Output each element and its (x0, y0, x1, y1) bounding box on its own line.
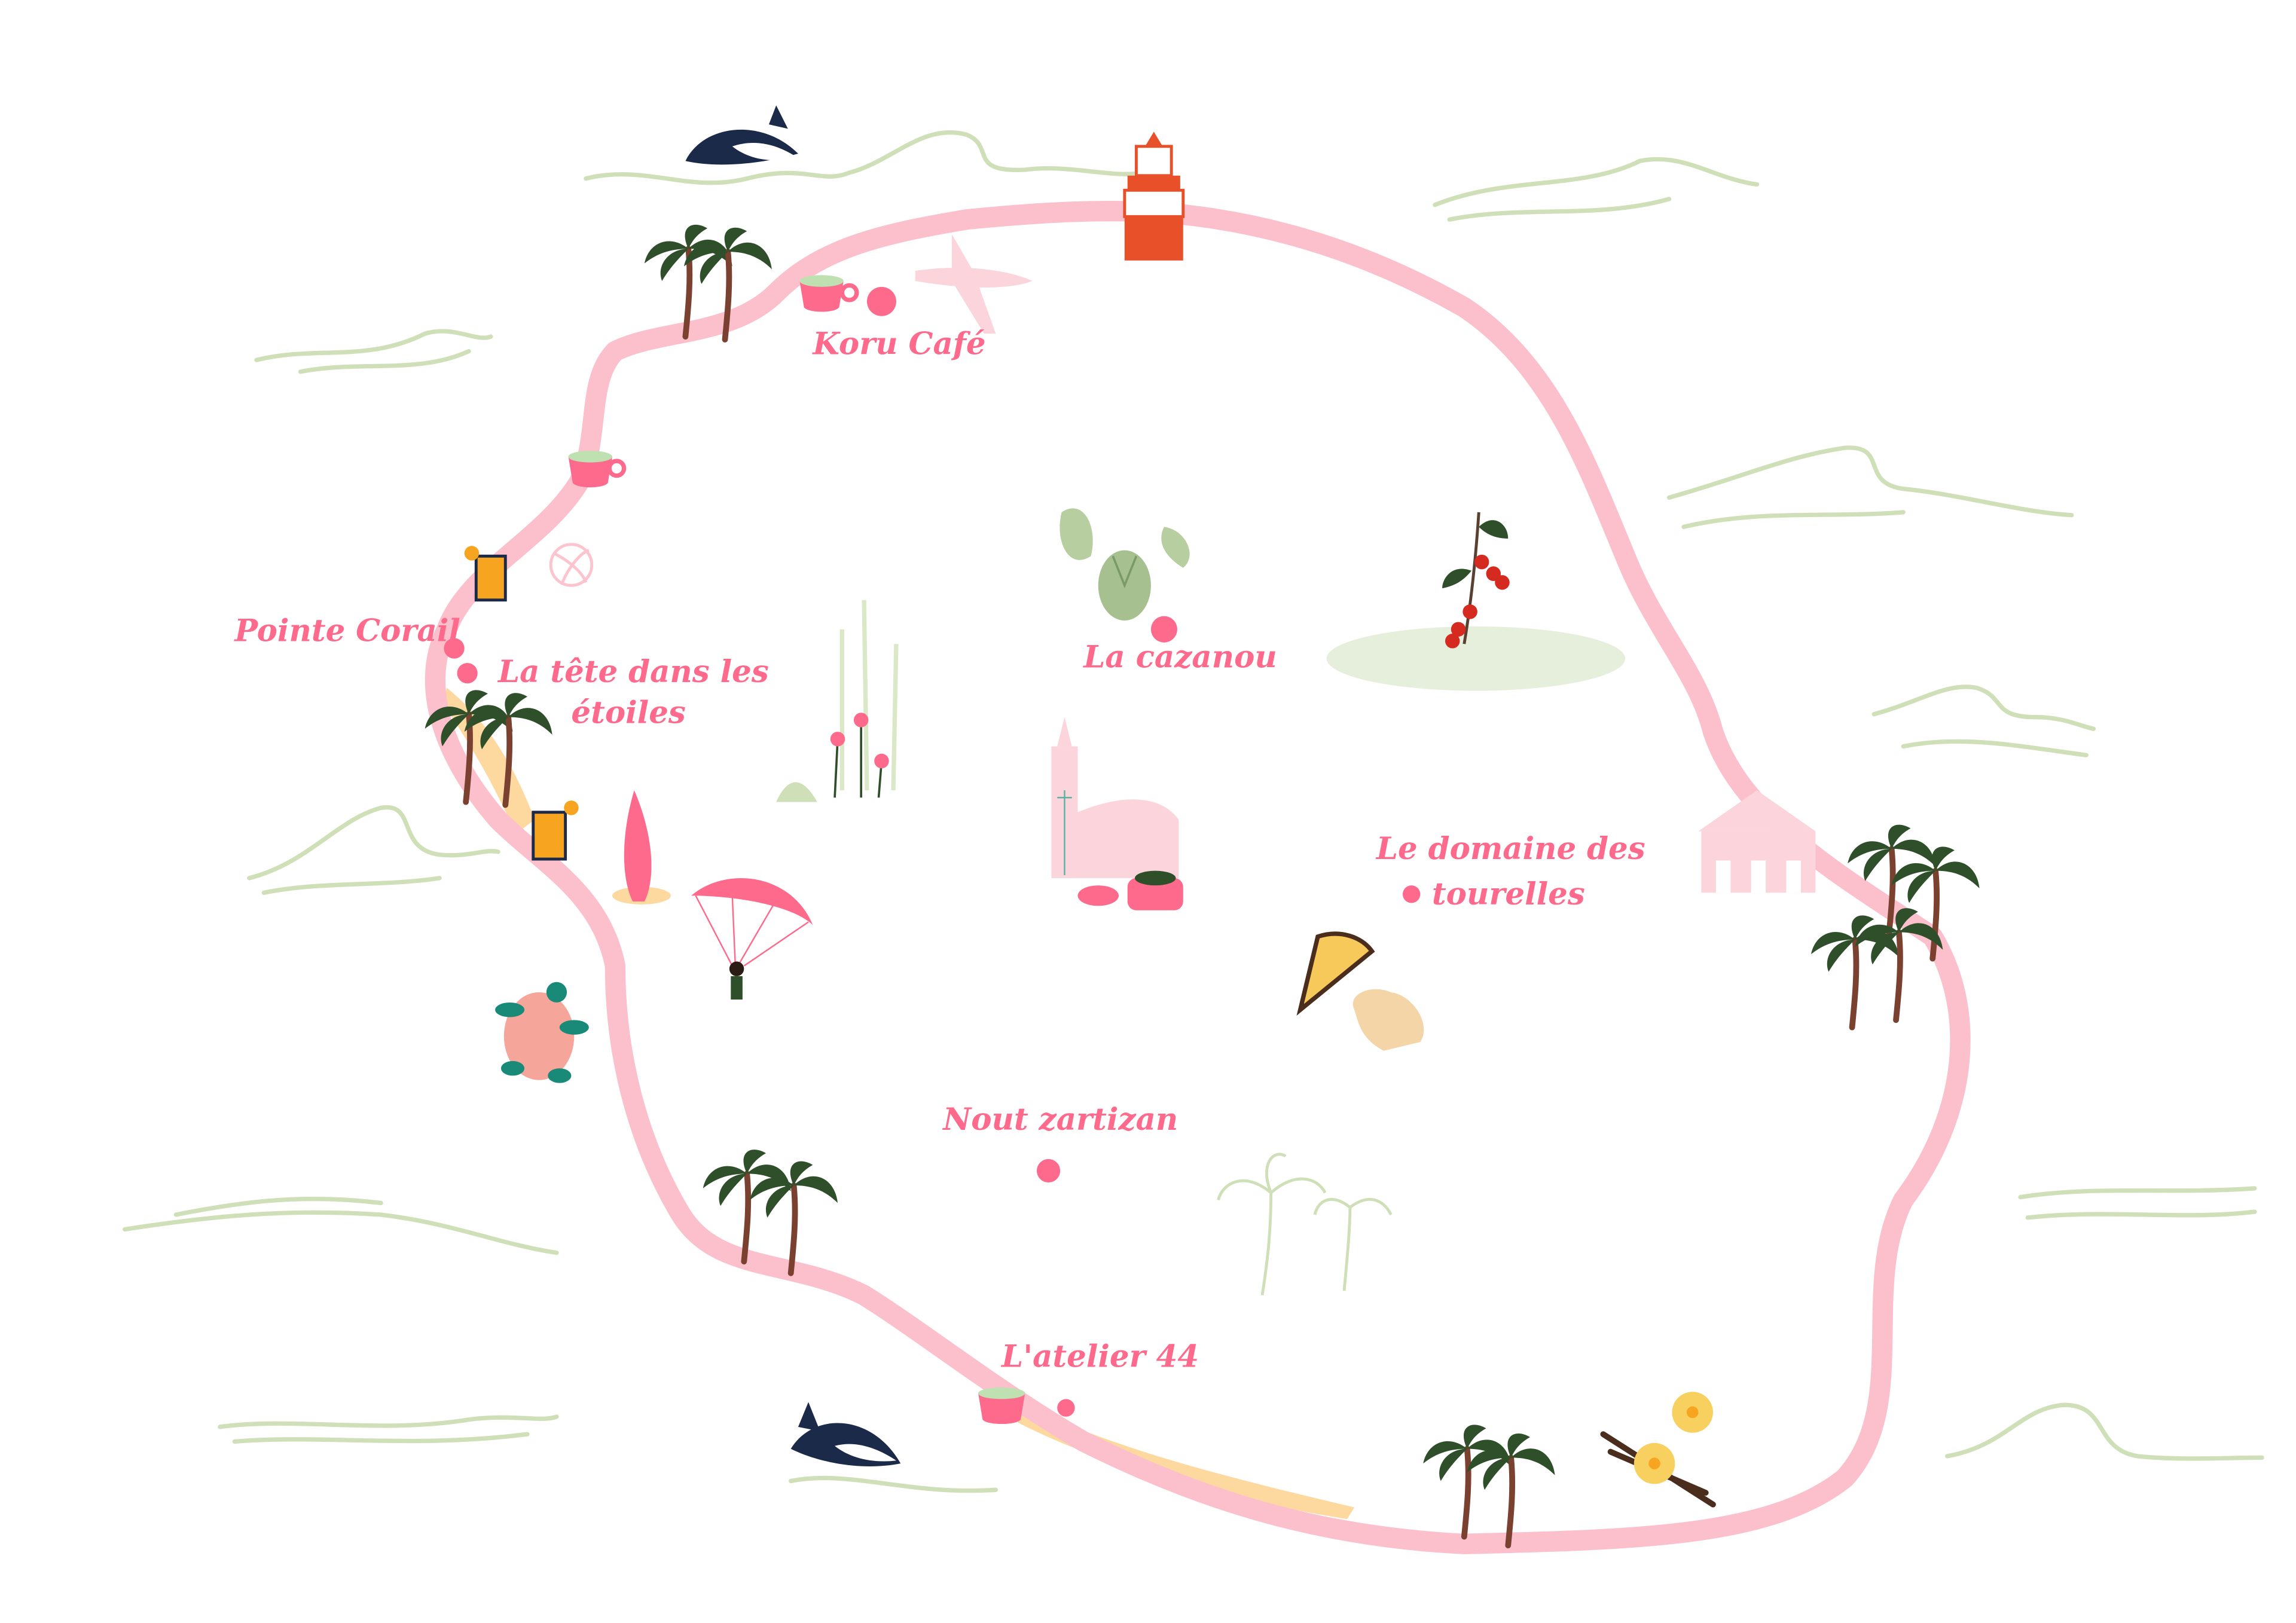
palm-tree-icon (1467, 1434, 1555, 1545)
lighthouse-icon (1123, 132, 1185, 261)
bamboo-flowers-icon (776, 600, 899, 802)
surfboard-icon (612, 790, 671, 904)
coffee-plant-icon (1326, 512, 1626, 691)
cocktail-icon (532, 800, 579, 861)
pumpkin-icon (1060, 508, 1190, 621)
place-label-la-tete-dans-les-etoiles[interactable]: La tête dans les (497, 654, 769, 690)
place-label-la-cazanou[interactable]: La cazanou (1082, 639, 1277, 675)
location-dot-latelier-44[interactable] (1057, 1399, 1075, 1417)
airplane-icon (915, 234, 1033, 334)
beach-west (442, 687, 535, 835)
coffee-cup-icon (978, 1387, 1025, 1425)
place-label-koru-cafe[interactable]: Koru Café (811, 326, 985, 362)
location-markers (444, 286, 1421, 1417)
cake-icon (1296, 931, 1424, 1051)
coffee-cup-icon (799, 275, 859, 312)
location-dot-koru-cafe[interactable] (866, 286, 896, 316)
turtle-icon (495, 982, 589, 1083)
location-dot-nout-zartizan[interactable] (1036, 1159, 1061, 1183)
vanilla-icon (1600, 1392, 1716, 1508)
location-dot-pointe-corail[interactable] (444, 638, 465, 659)
location-dot-la-tete-dans-les-etoiles[interactable] (457, 663, 478, 684)
place-label-la-tete-dans-les-etoiles-line2[interactable]: étoiles (571, 695, 685, 730)
palm-tree-sketch-icon (1217, 1153, 1393, 1296)
island-coast-road (425, 200, 1971, 1554)
coffee-cup-icon (568, 451, 627, 488)
place-label-le-domaine-des-tourelles[interactable]: Le domaine des (1375, 831, 1645, 867)
ocean-waves (123, 130, 2264, 1493)
place-label-nout-zartizan[interactable]: Nout zartizan (942, 1102, 1178, 1138)
place-label-latelier-44[interactable]: L'atelier 44 (1000, 1339, 1199, 1375)
cocktail-icon (464, 546, 507, 602)
place-label-le-domaine-des-tourelles-line2[interactable]: tourelles (1432, 876, 1585, 912)
whale-icon (685, 105, 798, 165)
beach-south (1018, 1405, 1355, 1520)
temple-icon (1698, 790, 1816, 893)
whale-icon (790, 1402, 901, 1466)
location-dot-le-domaine-des-tourelles[interactable] (1402, 885, 1421, 903)
palm-tree-icon (1423, 1425, 1511, 1536)
paraglider-icon (691, 878, 813, 1000)
church-icon (1051, 717, 1183, 910)
location-dot-la-cazanou[interactable] (1150, 616, 1177, 643)
volleyball-icon (549, 543, 594, 587)
place-label-pointe-corail[interactable]: Pointe Corail (233, 613, 460, 649)
